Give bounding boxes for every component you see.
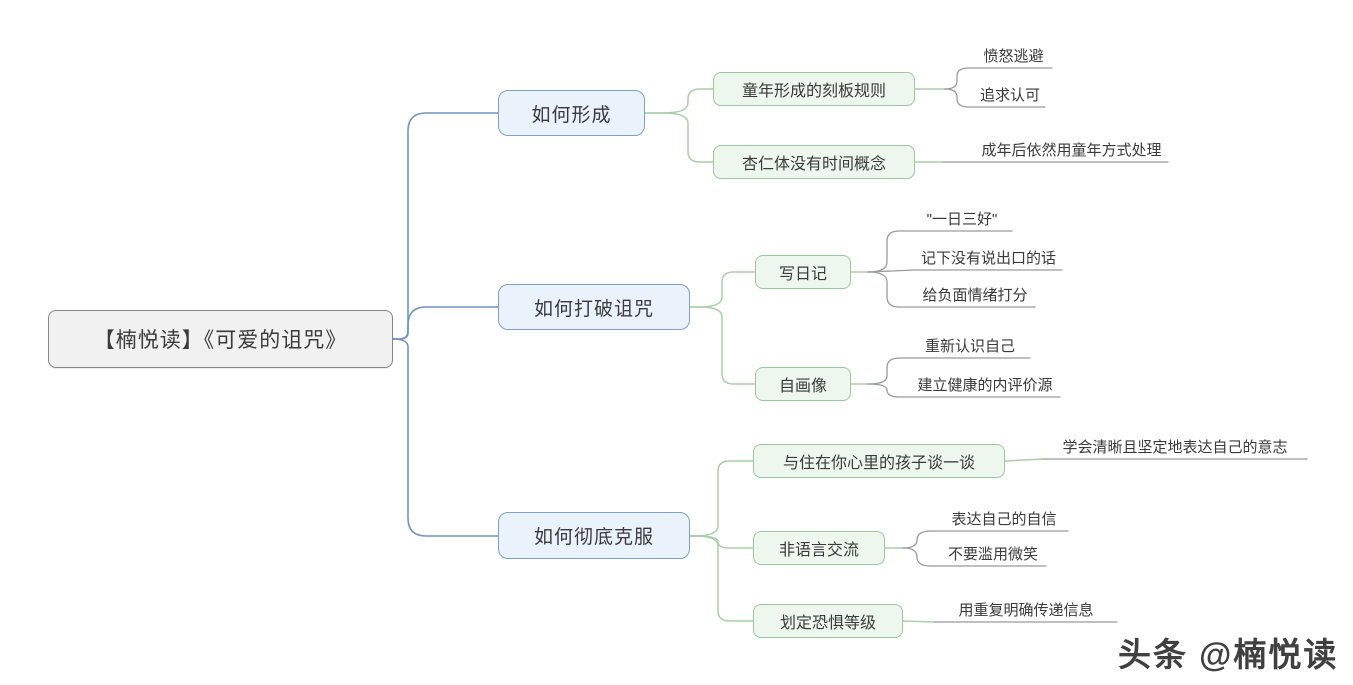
underline-no-excessive-smiling [902, 547, 1047, 567]
child-node-fear-ranking: 划定恐惧等级 [753, 604, 903, 638]
underline-three-good-things [867, 230, 1013, 273]
connector-branch3-child3 [689, 535, 754, 622]
leaf-express-will-clearly: 学会清晰且坚定地表达自己的意志 [1062, 439, 1288, 456]
underline-seek-approval [944, 88, 1046, 108]
connector-branch1-child1 [644, 88, 714, 114]
child-node-talk-to-inner-child: 与住在你心里的孩子谈一谈 [753, 444, 1005, 478]
child-node-amygdala-no-time: 杏仁体没有时间概念 [713, 145, 915, 179]
watermark-text: 头条 @楠悦读 [1118, 636, 1339, 673]
underline-healthy-inner-evaluation [867, 383, 1061, 398]
connector-root-branch3 [392, 338, 499, 537]
connector-branch2-child1 [689, 271, 756, 308]
underline-rediscover-self [867, 357, 1031, 385]
connector-root-branch2 [392, 306, 499, 340]
underline-anger-avoidance [944, 67, 1053, 90]
child-node-write-diary: 写日记 [755, 255, 851, 289]
underline-unspoken-words [867, 269, 1063, 273]
leaf-healthy-inner-evaluation: 建立健康的内评价源 [917, 377, 1053, 394]
leaf-unspoken-words: 记下没有说出口的话 [920, 250, 1056, 267]
leaf-seek-approval: 追求认可 [979, 87, 1040, 104]
underline-express-confidence [902, 530, 1069, 549]
branch-node-how-to-overcome: 如何彻底克服 [498, 512, 690, 559]
connector-branch3-child2 [689, 535, 754, 549]
leaf-no-excessive-smiling: 不要滥用微笑 [947, 546, 1038, 563]
leaf-adult-childhood-way: 成年后依然用童年方式处理 [981, 142, 1162, 159]
leaf-anger-avoidance: 愤怒逃避 [983, 48, 1044, 65]
child-node-self-portrait: 自画像 [755, 367, 851, 401]
stub-fear-leaf [902, 620, 936, 623]
connector-branch2-child2 [689, 306, 756, 385]
branch-node-how-to-break: 如何打破诅咒 [498, 284, 690, 330]
stub-innerchild-leaf [1004, 458, 1044, 462]
leaf-express-confidence: 表达自己的自信 [951, 511, 1057, 528]
child-node-childhood-rules: 童年形成的刻板规则 [713, 72, 915, 106]
leaf-rate-negative-emotions: 给负面情绪打分 [922, 287, 1028, 304]
leaf-three-good-things: "一日三好" [926, 211, 998, 228]
root-node: 【楠悦读】《可爱的诅咒》 [48, 310, 393, 368]
underline-rate-negative-emotions [867, 271, 1036, 308]
leaf-repeat-clear-message: 用重复明确传递信息 [958, 602, 1094, 619]
child-node-nonverbal-communication: 非语言交流 [753, 531, 885, 565]
connector-branch3-child1 [689, 460, 754, 537]
leaf-rediscover-self: 重新认识自己 [924, 338, 1015, 355]
branch-node-how-it-forms: 如何形成 [498, 90, 645, 136]
connector-root-branch1 [392, 112, 499, 340]
connector-branch1-child2 [644, 112, 714, 163]
